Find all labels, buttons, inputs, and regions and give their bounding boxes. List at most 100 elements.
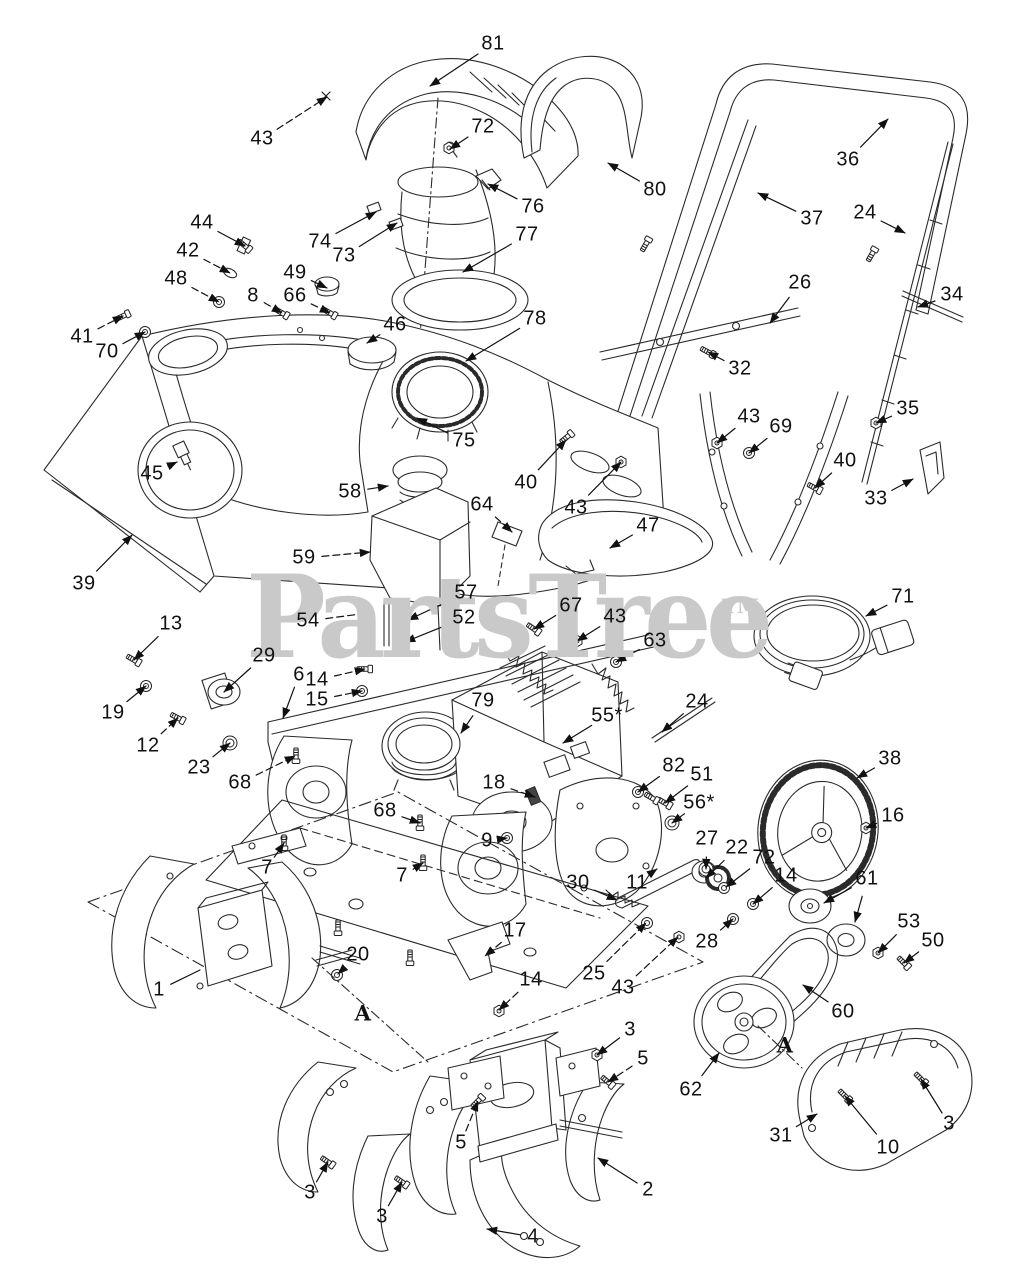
part-label-54: 54 <box>296 609 320 632</box>
part-label-80: 80 <box>643 178 667 201</box>
leader-line-40 <box>814 472 833 489</box>
part-label-41: 41 <box>70 325 94 348</box>
power-cord-drawing <box>753 595 915 691</box>
leader-line-23 <box>212 742 231 758</box>
washer-icon <box>212 295 226 309</box>
leader-line-5 <box>465 1100 479 1132</box>
part-label-52: 52 <box>452 606 476 629</box>
nut-icon <box>673 930 685 944</box>
transmission-plate <box>554 777 662 907</box>
leader-line-24 <box>661 713 684 733</box>
leader-line-22 <box>705 859 725 879</box>
leader-line-67 <box>533 614 557 630</box>
part-label-14: 14 <box>774 864 798 887</box>
leader-line-34 <box>917 299 936 308</box>
part-label-66: 66 <box>283 284 307 307</box>
part-label-7: 7 <box>396 864 408 887</box>
part-label-45: 45 <box>140 462 164 485</box>
leader-line-54 <box>325 610 369 620</box>
part-label-81: 81 <box>481 32 505 55</box>
part-label-15: 15 <box>305 688 329 711</box>
leader-line-48 <box>191 286 220 303</box>
part-label-67: 67 <box>559 594 583 617</box>
part-label-58: 58 <box>338 480 362 503</box>
part-label-68: 68 <box>228 771 252 794</box>
auger-assembly-drawing <box>87 791 704 1073</box>
part-label-8: 8 <box>247 284 259 307</box>
part-label-42: 42 <box>176 239 200 262</box>
leader-line-39 <box>95 534 133 572</box>
part-label-43: 43 <box>564 496 588 519</box>
part-label-5: 5 <box>455 1131 467 1154</box>
part-label-77: 77 <box>515 223 539 246</box>
leader-line-50 <box>903 951 920 964</box>
part-label-9: 9 <box>481 829 493 852</box>
leader-line-55 <box>562 724 593 744</box>
leader-line-69 <box>748 437 768 454</box>
part-label-11: 11 <box>626 871 648 894</box>
leader-line-38 <box>856 767 876 779</box>
discharge-chute-drawing <box>366 97 529 337</box>
part-label-39: 39 <box>72 572 96 595</box>
part-label-57: 57 <box>454 581 478 604</box>
leader-line-68 <box>401 815 421 824</box>
bolt-icon <box>638 235 654 254</box>
leader-line-6 <box>282 686 296 719</box>
part-label-13: 13 <box>159 612 183 635</box>
part-label-5: 5 <box>637 1047 649 1070</box>
leader-line-43 <box>276 96 328 130</box>
leader-line-68 <box>255 755 296 776</box>
leader-line-64 <box>494 516 513 533</box>
ring-gear-drawing <box>391 351 489 442</box>
part-label-76: 76 <box>521 195 545 218</box>
leader-line-14 <box>752 886 773 905</box>
part-label-29: 29 <box>252 644 276 667</box>
bolt-icon <box>291 747 301 765</box>
part-label-43: 43 <box>603 605 627 628</box>
leader-line-16 <box>865 820 878 829</box>
part-label-49: 49 <box>283 261 307 284</box>
part-label-40: 40 <box>833 449 857 472</box>
part-label-16: 16 <box>881 804 905 827</box>
part-label-79: 79 <box>471 689 495 712</box>
bolt-icon <box>333 919 343 937</box>
part-label-51: 51 <box>690 763 714 786</box>
leader-line-17 <box>484 941 502 957</box>
leader-line-13 <box>133 635 159 661</box>
leader-line-40 <box>537 439 567 471</box>
drive-pulley-drawing <box>693 975 795 1069</box>
part-label-19: 19 <box>101 701 125 724</box>
leader-line-4 <box>486 1226 521 1236</box>
leader-line-15 <box>334 688 363 698</box>
part-label-46: 46 <box>383 313 407 336</box>
leader-line-72 <box>725 868 751 888</box>
part-label-18: 18 <box>482 771 506 794</box>
leader-line-45 <box>165 461 178 471</box>
leader-line-36 <box>859 118 889 148</box>
leader-line-79 <box>460 715 474 734</box>
part-label-69: 69 <box>769 415 793 438</box>
part-label-3: 3 <box>304 1181 316 1204</box>
part-label-25: 25 <box>582 962 606 985</box>
part-label-32: 32 <box>728 357 752 380</box>
leader-line-18 <box>510 788 536 798</box>
washer-icon <box>717 881 731 895</box>
chute-deflector-drawing <box>355 58 579 189</box>
part-label-38: 38 <box>878 747 902 770</box>
leader-line-43 <box>716 427 736 444</box>
leader-line-28 <box>719 918 734 931</box>
part-label-14: 14 <box>519 968 543 991</box>
leader-line-1 <box>170 969 201 985</box>
part-label-53: 53 <box>897 910 921 933</box>
nut-icon <box>493 1004 505 1018</box>
flange-bearing-29 <box>201 672 241 710</box>
part-label-34: 34 <box>940 283 964 306</box>
leader-line-44 <box>217 230 246 247</box>
part-label-14: 14 <box>305 668 329 691</box>
part-label-62: 62 <box>679 1078 703 1101</box>
handle-crossbar-drawing <box>599 307 801 361</box>
leader-line-51 <box>664 785 689 804</box>
part-label-3: 3 <box>943 1112 955 1135</box>
part-label-31: 31 <box>769 1124 793 1147</box>
